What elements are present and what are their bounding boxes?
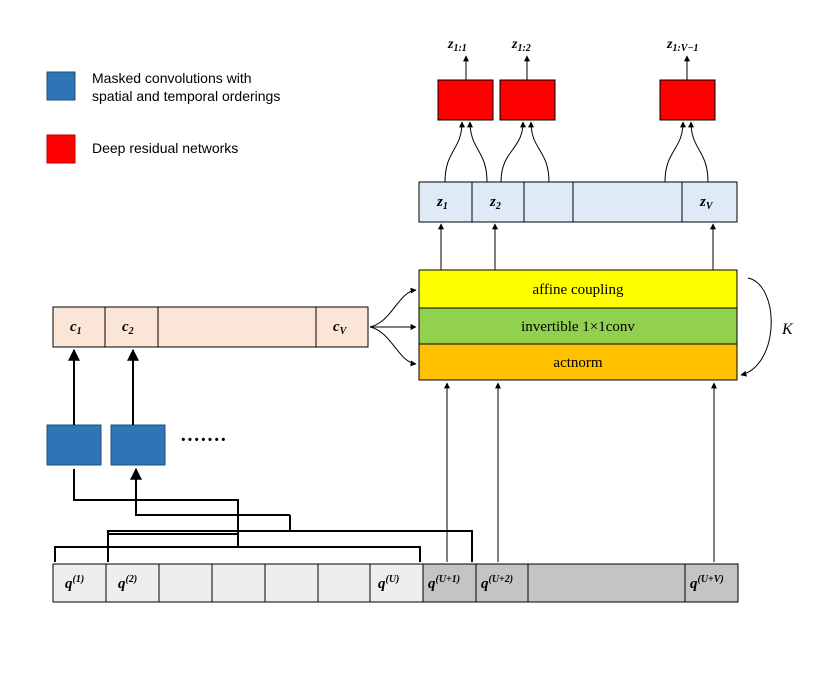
affine-coupling-layer xyxy=(418,269,738,309)
q-cell-uv: q(U+V) xyxy=(690,574,724,592)
resnet-box-2 xyxy=(499,79,556,121)
q-cell-u: q(U) xyxy=(378,574,399,592)
flow-stack: affine coupling invertible 1×1conv actno… xyxy=(418,269,738,381)
q-brackets xyxy=(54,467,473,562)
affine-coupling-label: affine coupling xyxy=(533,282,624,298)
z-row: z1 z2 zV xyxy=(418,181,738,223)
c-cell-1: c1 xyxy=(70,319,82,337)
c-row: c1 c2 cV xyxy=(52,306,369,348)
z-cell-v: zV xyxy=(699,194,714,212)
resnet-box-3 xyxy=(659,79,716,121)
invertible-conv-layer xyxy=(418,307,738,345)
q-row: q(1) q(2) q(U) q(U+1) q(U+2) q(U+V) xyxy=(52,563,739,603)
q-cell-u2: q(U+2) xyxy=(481,574,513,592)
q-cell-u1: q(U+1) xyxy=(428,574,460,592)
conv-to-c-arrows xyxy=(68,348,139,425)
flow-to-z-arrows xyxy=(438,223,716,270)
legend-blue-text-line1: Masked convolutions with xyxy=(92,70,252,86)
output-label-2: z1:2 xyxy=(511,37,531,54)
legend-blue-text-line2: spatial and temporal orderings xyxy=(92,88,280,104)
masked-conv-box-1 xyxy=(46,424,102,466)
z-cell-2: z2 xyxy=(489,194,501,212)
resnet-box-1 xyxy=(437,79,494,121)
q-cell-2: q(2) xyxy=(118,574,137,592)
legend-red-swatch xyxy=(46,134,76,164)
invertible-conv-label: invertible 1×1conv xyxy=(521,319,635,335)
legend-blue-swatch xyxy=(46,71,76,101)
residual-networks xyxy=(437,79,716,121)
legend-red-text: Deep residual networks xyxy=(92,140,238,156)
ellipsis: ······· xyxy=(180,429,227,451)
condition-arrows xyxy=(369,287,417,367)
output-label-3: z1:V−1 xyxy=(666,37,699,54)
resnet-connectors xyxy=(444,121,709,183)
outputs: z1:1 z1:2 z1:V−1 xyxy=(447,37,699,80)
q-to-conv1 xyxy=(237,534,239,547)
q-to-conv1-arrow xyxy=(73,469,239,534)
masked-convolutions: ······· xyxy=(46,424,227,466)
actnorm-label: actnorm xyxy=(553,355,602,371)
actnorm-layer xyxy=(418,343,738,381)
c-cell-v: cV xyxy=(333,319,348,337)
repeat-loop: K xyxy=(740,277,794,377)
repeat-k-label: K xyxy=(781,321,794,338)
z-cell-1: z1 xyxy=(436,194,448,212)
masked-conv-box-2 xyxy=(110,424,166,466)
legend: Masked convolutions with spatial and tem… xyxy=(46,70,280,164)
q-to-flow-arrows xyxy=(444,382,717,562)
output-label-1: z1:1 xyxy=(447,37,467,54)
q-cell-1: q(1) xyxy=(65,574,84,592)
c-cell-2: c2 xyxy=(122,319,134,337)
